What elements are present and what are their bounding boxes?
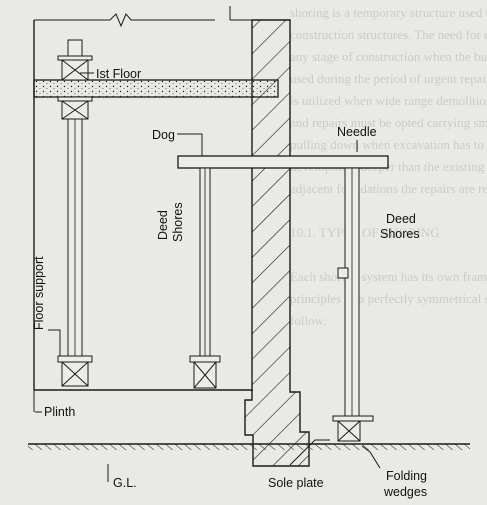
label-floor-support: Floor support <box>32 256 46 330</box>
leader-lines <box>35 72 381 482</box>
label-plinth: Plinth <box>44 405 75 419</box>
background-text-line: construction structures. The need for de… <box>290 27 487 42</box>
label-deed-shores-left-line1: Deed <box>156 210 170 240</box>
ground-line <box>28 443 470 450</box>
first-floor-slab <box>33 79 279 98</box>
background-text-line: is utilized when wide range demolition i… <box>290 93 487 108</box>
dead-shore-outer <box>332 167 374 442</box>
label-deed-shores-left-line2: Shores <box>171 202 185 242</box>
background-text-line: and repairs must be opted carrying small… <box>290 115 487 130</box>
needle-beam <box>177 155 389 169</box>
background-text-line: used during the period of urgent repairs… <box>290 71 487 86</box>
label-sole-plate: Sole plate <box>268 476 324 490</box>
background-text-line: any stage of construction when the build… <box>290 49 487 64</box>
background-text-line: principles of a perfectly symmetrical st… <box>290 291 487 306</box>
background-text-line: 10.1. TYPES OF SHORING <box>290 225 440 240</box>
label-deed-shores-right-line1: Deed <box>386 212 416 226</box>
background-text-line: adjacent foundations the repairs are req… <box>290 181 487 196</box>
label-needle: Needle <box>337 125 377 139</box>
floor-support-post <box>57 39 93 387</box>
label-gl: G.L. <box>113 476 137 490</box>
dead-shore-inner <box>189 167 221 389</box>
background-text-line: follow. <box>290 313 327 328</box>
label-dog: Dog <box>152 128 175 142</box>
background-text-line: pulling down when excavation has to be c… <box>290 137 487 152</box>
label-folding-wedges-line1: Folding <box>386 469 427 483</box>
background-text-line: shoring is a temporary structure used to… <box>290 5 487 20</box>
label-folding-wedges-line2: wedges <box>383 485 427 499</box>
plinth-line <box>33 389 253 412</box>
label-deed-shores-right-line2: Shores <box>380 227 420 241</box>
main-wall <box>244 19 310 467</box>
label-ist-floor: Ist Floor <box>96 67 141 81</box>
